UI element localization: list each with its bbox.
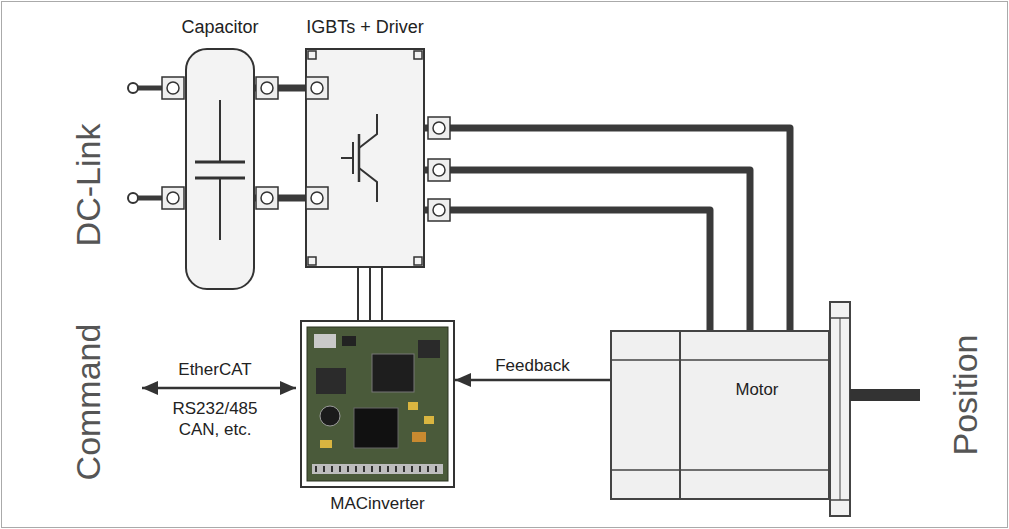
side-label: DC-Link: [71, 124, 105, 247]
connector: [425, 128, 790, 330]
terminal: [428, 117, 450, 139]
motor-body: [610, 330, 830, 500]
power-wire: [425, 128, 790, 330]
terminal: [162, 77, 184, 99]
terminal: [428, 159, 450, 181]
connector: [370, 268, 371, 320]
terminal: [162, 187, 184, 209]
protocol-label: EtherCAT: [145, 359, 285, 380]
motor-label: Motor: [682, 380, 832, 400]
motor-flange: [830, 302, 850, 516]
connector: [358, 268, 359, 320]
terminal: [306, 187, 328, 209]
edge-label: Feedback: [493, 356, 572, 376]
igbt-heading: IGBTs + Driver: [306, 17, 424, 38]
terminal: [256, 187, 278, 209]
protocol-label: RS232/485 CAN, etc.: [150, 398, 280, 440]
terminal: [256, 77, 278, 99]
signal-line: [369, 268, 371, 320]
connector: [425, 170, 750, 330]
power-wire: [425, 170, 750, 330]
power-wire: [425, 210, 710, 330]
signal-line: [357, 268, 359, 320]
capacitor-heading: Capacitor: [181, 17, 258, 38]
signal-line: [455, 379, 610, 382]
board-label: MACinverter: [330, 494, 424, 514]
motor-box: Motor: [610, 330, 830, 500]
connector: [382, 268, 383, 320]
circuit-board: [300, 320, 455, 488]
igbt-symbol: [305, 48, 455, 268]
command-arrow: [142, 387, 296, 390]
signal-line: [381, 268, 383, 320]
igbt-driver-box: IGBTs + Driver: [305, 48, 425, 268]
connector: [425, 210, 710, 330]
side-label: Command: [71, 324, 105, 481]
capacitor-box: Capacitor: [185, 48, 255, 290]
capacitor-symbol: [125, 48, 319, 290]
terminal: [306, 77, 328, 99]
controller-board: MACinverter: [300, 320, 455, 488]
side-label: Position: [948, 335, 982, 456]
connector: [455, 380, 610, 381]
motor-shaft: [850, 389, 920, 401]
terminal: [428, 199, 450, 221]
